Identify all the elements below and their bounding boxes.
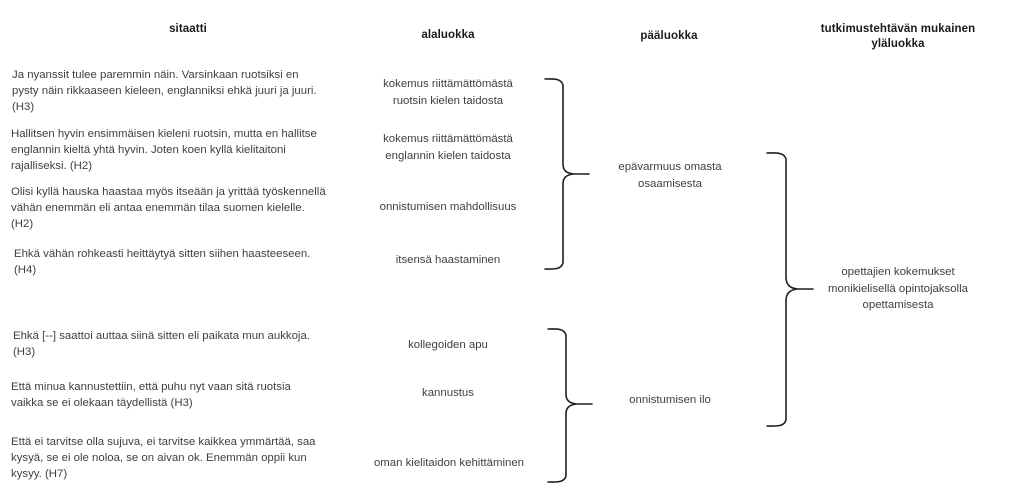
column-header-ylaluokka: tutkimustehtävän mukainen yläluokka	[820, 23, 976, 50]
quote-item: Että ei tarvitse olla sujuva, ei tarvits…	[11, 436, 316, 481]
brace-group-ylaluokka	[765, 146, 815, 434]
quote-item: Että minua kannustettiin, että puhu nyt …	[11, 381, 291, 410]
column-header-alaluokka: alaluokka	[421, 29, 475, 41]
column-header-paaluokka: pääluokka	[640, 30, 698, 42]
subcategory-item: oman kielitaidon kehittäminen	[373, 457, 525, 469]
subcategory-item: kannustus	[422, 387, 474, 399]
uppercategory-item: opettajien kokemukset monikielisellä opi…	[828, 266, 968, 311]
quote-item: Ehkä [--] saattoi auttaa siinä sitten el…	[13, 330, 310, 359]
column-header-sitaatti: sitaatti	[169, 23, 207, 35]
quote-item: Hallitsen hyvin ensimmäisen kieleni ruot…	[11, 128, 317, 173]
quote-item: Olisi kyllä hauska haastaa myös itseään …	[11, 186, 326, 231]
subcategory-item: kokemus riittämättömästä englannin kiele…	[383, 133, 513, 162]
subcategory-item: kokemus riittämättömästä ruotsin kielen …	[383, 78, 513, 107]
maincategory-item: onnistumisen ilo	[629, 394, 711, 406]
maincategory-item: epävarmuus omasta osaamisesta	[618, 161, 722, 190]
subcategory-item: onnistumisen mahdollisuus	[379, 201, 517, 213]
quote-item: Ehkä vähän rohkeasti heittäytyä sitten s…	[14, 248, 311, 277]
subcategory-item: itsensä haastaminen	[395, 254, 501, 266]
brace-group-epavarmuus	[543, 72, 593, 277]
brace-group-onnistumisen-ilo	[546, 322, 596, 490]
subcategory-item: kollegoiden apu	[408, 339, 488, 351]
quote-item: Ja nyanssit tulee paremmin näin. Varsink…	[12, 69, 317, 114]
